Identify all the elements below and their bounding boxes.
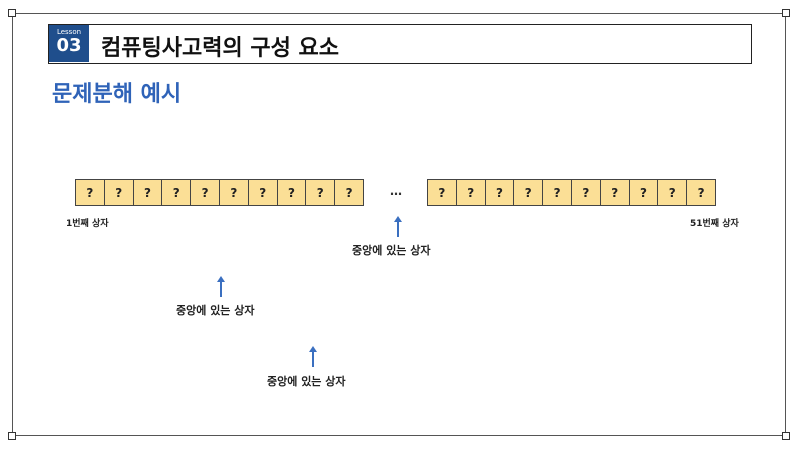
arrow-up-icon <box>394 216 402 237</box>
box-right-2: ? <box>455 179 486 206</box>
box-left-10: ? <box>334 179 364 206</box>
slide-frame <box>12 13 786 436</box>
middle-box-label-3: 중앙에 있는 상자 <box>267 375 346 388</box>
resize-handle-top-right[interactable] <box>782 9 790 17</box>
box-left-6: ? <box>218 179 249 206</box>
box-right-3: ? <box>484 179 515 206</box>
section-subtitle: 문제분해 예시 <box>52 82 182 107</box>
box-left-4: ? <box>161 179 192 206</box>
page-title: 컴퓨팅사고력의 구성 요소 <box>101 36 339 61</box>
box-left-8: ? <box>276 179 307 206</box>
box-left-3: ? <box>132 179 163 206</box>
box-left-2: ? <box>103 179 134 206</box>
lesson-number: 03 <box>56 35 82 56</box>
arrow-up-icon <box>309 346 317 367</box>
first-box-label: 1번째 상자 <box>66 219 109 229</box>
box-left-7: ? <box>247 179 278 206</box>
lesson-label: Lesson <box>56 28 82 36</box>
resize-handle-bottom-right[interactable] <box>782 432 790 440</box>
box-right-10: ? <box>686 179 716 206</box>
middle-box-label-1: 중앙에 있는 상자 <box>352 244 431 257</box>
box-right-5: ? <box>542 179 572 206</box>
title-bar: Lesson 03 컴퓨팅사고력의 구성 요소 <box>48 24 752 64</box>
lesson-badge: Lesson 03 <box>49 25 89 62</box>
box-right-1: ? <box>427 179 457 206</box>
arrow-up-icon <box>217 276 225 297</box>
ellipsis: … <box>390 184 402 198</box>
box-left-9: ? <box>305 179 336 206</box>
box-left-5: ? <box>190 179 220 206</box>
middle-box-label-2: 중앙에 있는 상자 <box>176 304 255 317</box>
box-right-8: ? <box>628 179 659 206</box>
left-box-row: ?????????? <box>75 179 364 206</box>
box-right-4: ? <box>513 179 544 206</box>
last-box-label: 51번째 상자 <box>690 219 739 229</box>
resize-handle-bottom-left[interactable] <box>8 432 16 440</box>
box-right-9: ? <box>657 179 688 206</box>
right-box-row: ?????????? <box>427 179 716 206</box>
box-left-1: ? <box>75 179 105 206</box>
box-right-7: ? <box>599 179 630 206</box>
box-right-6: ? <box>570 179 601 206</box>
resize-handle-top-left[interactable] <box>8 9 16 17</box>
